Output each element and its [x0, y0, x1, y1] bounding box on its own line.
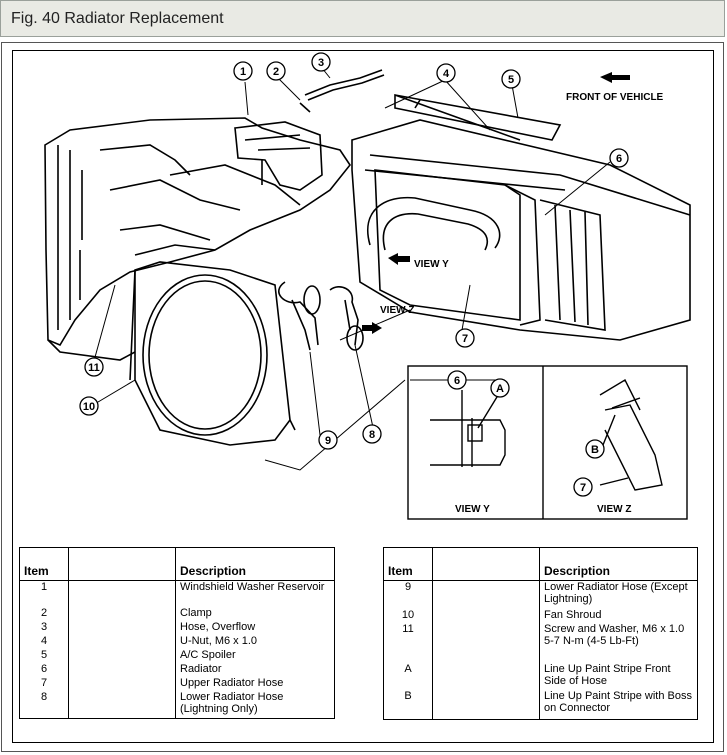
legend-right-row-item: A: [383, 662, 433, 690]
legend-left-row-item: 1: [19, 580, 69, 607]
legend-left-row-item: 6: [19, 662, 69, 677]
view-y-caption: VIEW Y: [455, 504, 490, 515]
legend-right-row-desc: Screw and Washer, M6 x 1.0 5-7 N-m (4-5 …: [539, 622, 698, 663]
legend-left-row-desc: Clamp: [175, 606, 335, 621]
detail-views: [407, 365, 688, 520]
legend-left-row-item: 3: [19, 620, 69, 635]
legend-right-header-item: Item: [383, 547, 433, 581]
callout-6: 6: [616, 153, 622, 165]
callout-5: 5: [508, 74, 514, 86]
callout-group: [79, 52, 629, 450]
callout-10: 10: [83, 401, 95, 413]
legend-right-row-desc: Lower Radiator Hose (Except Lightning): [539, 580, 698, 609]
detail-callout-a: A: [496, 383, 504, 395]
title-bar: Fig. 40 Radiator Replacement: [0, 0, 725, 37]
front-of-vehicle-label: FRONT OF VEHICLE: [566, 92, 664, 103]
view-z-arrow-icon: [362, 322, 382, 334]
view-z-caption: VIEW Z: [597, 504, 631, 515]
legend-left-row-desc: Windshield Washer Reservoir: [175, 580, 335, 607]
fan-shroud: [134, 261, 291, 446]
legend-left-row-desc: Upper Radiator Hose: [175, 676, 335, 691]
legend-right-row-item: B: [383, 689, 433, 720]
view-y-arrow-icon: [388, 253, 410, 265]
legend-left-row-item: 2: [19, 606, 69, 621]
legend-left-row-desc: Hose, Overflow: [175, 620, 335, 635]
callout-2: 2: [273, 66, 279, 78]
legend-left-row-desc: Radiator: [175, 662, 335, 677]
overflow-hose: [304, 69, 385, 101]
legend-left-row-item: 8: [19, 690, 69, 719]
legend-right-row-desc: Line Up Paint Stripe Front Side of Hose: [539, 662, 698, 690]
legend-left-row-item: 7: [19, 676, 69, 691]
figure-frame: [1, 42, 724, 752]
detail-callout-6: 6: [454, 375, 460, 387]
legend-left-row-item: 5: [19, 648, 69, 663]
callout-4: 4: [443, 68, 450, 80]
legend-left-row-desc: U-Nut, M6 x 1.0: [175, 634, 335, 649]
legend-right-row-desc: Line Up Paint Stripe with Boss on Connec…: [539, 689, 698, 720]
detail-callout-b: B: [591, 444, 599, 456]
core-support: [351, 119, 691, 341]
view-y-arrow-label: VIEW Y: [414, 259, 449, 270]
view-z-arrow-label: VIEW Z: [380, 305, 414, 316]
detail-callout-7: 7: [580, 482, 586, 494]
legend-left-row-item: 4: [19, 634, 69, 649]
legend-left-row-desc: Lower Radiator Hose (Lightning Only): [175, 690, 335, 719]
legend-table-left: Item Description 1 Windshield Washer Rese…: [19, 547, 335, 719]
fender-apron: [44, 117, 351, 347]
legend-left-row-desc: A/C Spoiler: [175, 648, 335, 663]
legend-right-row-item: 9: [383, 580, 433, 609]
figure-border: [12, 50, 714, 743]
legend-table-right: Item Description 9 Lower Radiator Hose (E…: [383, 547, 698, 720]
callout-7: 7: [462, 333, 468, 345]
callout-1: 1: [240, 66, 246, 78]
callout-8: 8: [369, 429, 375, 441]
lower-hose-9: [278, 281, 319, 351]
legend-right-row-item: 10: [383, 608, 433, 623]
callout-3: 3: [318, 57, 324, 69]
front-arrow: [600, 72, 630, 83]
legend-right-row-item: 11: [383, 622, 433, 663]
legend-left-header-desc: Description: [175, 547, 335, 581]
callout-11: 11: [88, 362, 100, 374]
upper-hose: [367, 196, 501, 251]
washer-reservoir: [234, 121, 323, 191]
radiator: [374, 169, 521, 321]
callout-9: 9: [325, 435, 331, 447]
legend-right-header-desc: Description: [539, 547, 698, 581]
legend-left-header-item: Item: [19, 547, 69, 581]
figure-title: Fig. 40 Radiator Replacement: [11, 10, 224, 27]
legend-right-row-desc: Fan Shroud: [539, 608, 698, 623]
lower-hose-8: [329, 286, 359, 346]
